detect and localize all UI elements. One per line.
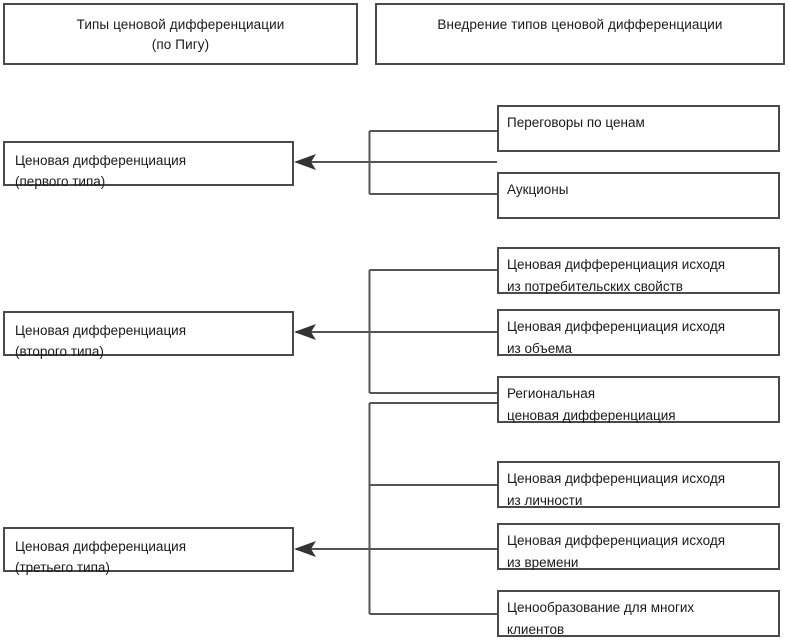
impl-volume-line-2: из объема (507, 341, 573, 356)
implementation-header-box: Внедрение типов ценовой дифференциации (375, 3, 785, 65)
type-first-line-1: Ценовая дифференциация (15, 153, 187, 168)
impl-personality-line-1: Ценовая дифференциация исходя (507, 471, 726, 486)
implementation-header-line-1: Внедрение типов ценовой дифференциации (437, 17, 723, 32)
impl-volume-line-1: Ценовая дифференциация исходя (507, 319, 726, 334)
impl-box-volume: Ценовая дифференциация исходя из объема (497, 309, 780, 356)
type-third-line-1: Ценовая дифференциация (15, 539, 187, 554)
impl-time-line-1: Ценовая дифференциация исходя (507, 533, 726, 548)
impl-regional-line-2: ценовая дифференциация (507, 408, 676, 423)
impl-box-auctions: Аукционы (497, 172, 780, 219)
impl-box-time: Ценовая дифференциация исходя из времени (497, 523, 780, 570)
type-second-line-2: (второго типа) (15, 344, 104, 359)
type-box-first-type: Ценовая дифференциация (первого типа) (3, 141, 294, 189)
impl-personality-line-2: из личности (507, 493, 583, 508)
impl-price-negotiations-line-1: Переговоры по ценам (507, 115, 645, 130)
arrowhead-first-type (294, 154, 316, 170)
impl-time-line-2: из времени (507, 555, 579, 570)
arrowhead-third-type (294, 541, 316, 557)
type-third-line-2: (третьего типа) (15, 560, 110, 575)
type-box-third-type: Ценовая дифференциация (третьего типа) (3, 527, 294, 575)
impl-box-personality: Ценовая дифференциация исходя из личност… (497, 461, 780, 508)
impl-box-regional: Региональная ценовая дифференциация (497, 376, 780, 423)
impl-many-clients-line-2: клиентов (507, 622, 565, 637)
type-first-line-2: (первого типа) (15, 174, 106, 189)
impl-consumer-properties-line-2: из потребительских свойств (507, 279, 683, 294)
types-header-box: Типы ценовой дифференциации (по Пигу) (3, 3, 358, 65)
impl-auctions-line-1: Аукционы (507, 182, 569, 197)
impl-box-many-clients: Ценообразование для многих клиентов (497, 590, 780, 637)
types-header-line-2: (по Пигу) (151, 37, 210, 52)
impl-consumer-properties-line-1: Ценовая дифференциация исходя (507, 257, 726, 272)
type-second-line-1: Ценовая дифференциация (15, 323, 187, 338)
type-box-second-type: Ценовая дифференциация (второго типа) (3, 311, 294, 359)
types-header-line-1: Типы ценовой дифференциации (76, 17, 285, 32)
impl-regional-line-1: Региональная (507, 386, 596, 401)
impl-box-consumer-properties: Ценовая дифференциация исходя из потреби… (497, 247, 780, 294)
arrowhead-second-type (294, 324, 316, 340)
impl-many-clients-line-1: Ценообразование для многих (507, 600, 695, 615)
impl-box-price-negotiations: Переговоры по ценам (497, 105, 780, 152)
